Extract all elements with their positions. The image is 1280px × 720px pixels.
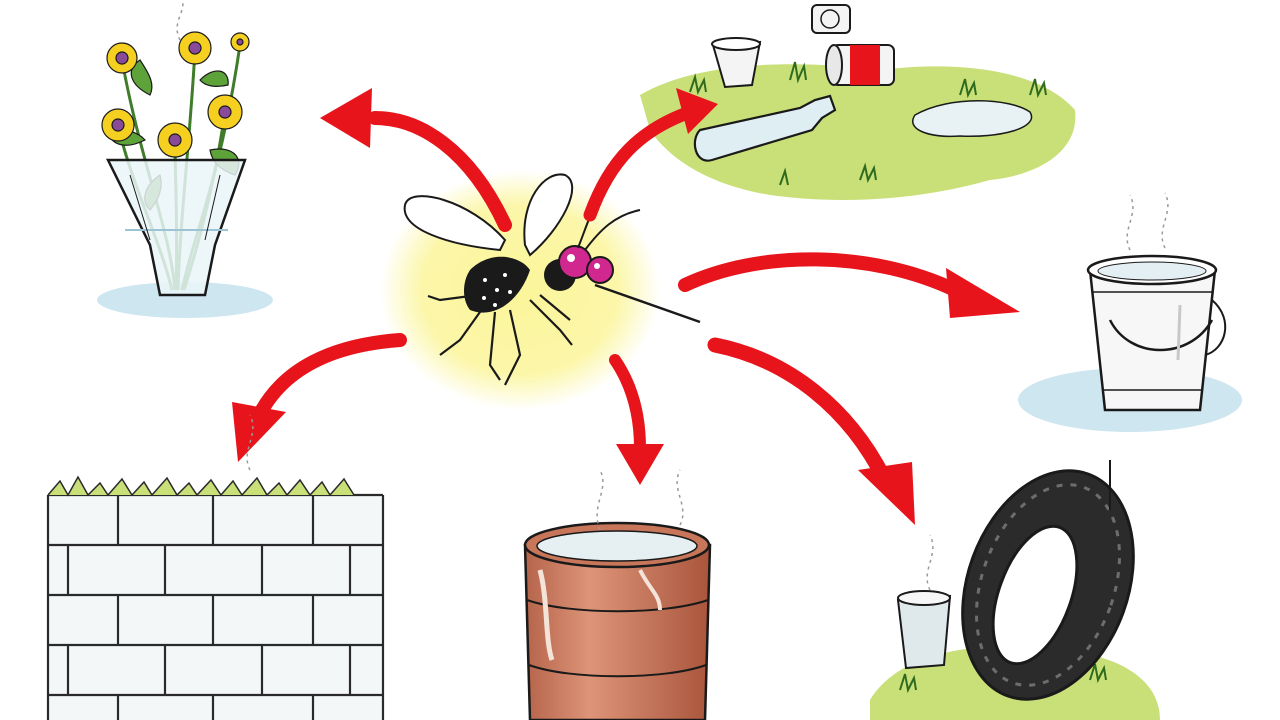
spiral-can bbox=[811, 4, 851, 34]
arrow-to-drum bbox=[609, 354, 664, 485]
old-tyre bbox=[870, 460, 1160, 720]
mosquito-body bbox=[464, 256, 530, 313]
small-cup bbox=[896, 590, 952, 670]
flower-vase bbox=[97, 31, 273, 318]
mosquito-eye-left bbox=[558, 245, 592, 279]
litter-puddle bbox=[912, 100, 1033, 138]
mosquito-eye-right bbox=[586, 256, 614, 284]
arrow-to-bucket bbox=[678, 252, 1020, 318]
oil-drum bbox=[523, 521, 712, 720]
glass-bottle bbox=[693, 94, 837, 162]
vase-puddle bbox=[97, 282, 273, 318]
arrow-to-tyre bbox=[707, 337, 915, 525]
grass-patch bbox=[640, 64, 1076, 200]
flower-heads bbox=[101, 31, 250, 158]
broken-glass-top bbox=[47, 475, 355, 497]
brick-wall bbox=[46, 475, 385, 720]
mosquito bbox=[380, 170, 701, 410]
water-bucket bbox=[1018, 254, 1242, 432]
arrow-to-vase bbox=[320, 88, 512, 232]
arrow-to-wall bbox=[232, 333, 407, 462]
mosquito-proboscis bbox=[594, 283, 701, 324]
steam-squiggles bbox=[176, 0, 1169, 591]
arrow-to-litter bbox=[583, 88, 718, 222]
mosquito-wing-right bbox=[523, 173, 574, 257]
glass-vase bbox=[105, 158, 247, 297]
arrows bbox=[232, 88, 1020, 525]
litter-patch bbox=[640, 4, 1076, 200]
mosquito-wing-left bbox=[403, 195, 507, 252]
bucket-handle bbox=[1108, 319, 1214, 352]
tin-can bbox=[825, 44, 895, 86]
